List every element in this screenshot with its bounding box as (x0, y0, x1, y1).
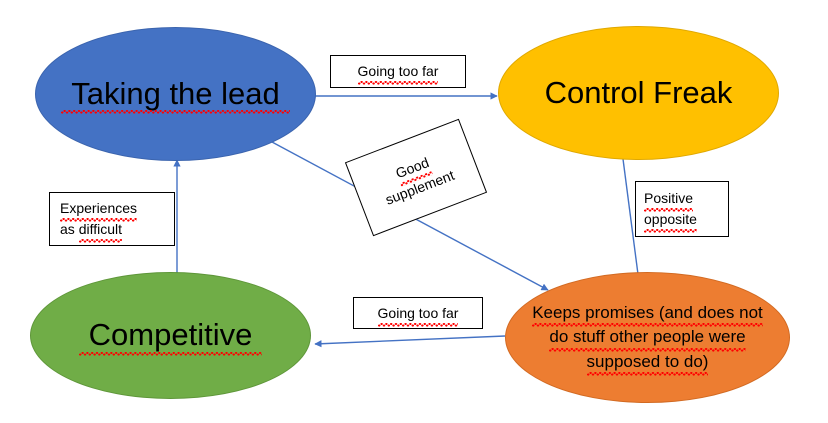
edge-label-experiences-line-2: difficult (78, 219, 123, 243)
node-control-freak-label: Control Freak (544, 74, 733, 110)
node-keeps-promises-line-2: do stuff other people were (549, 325, 746, 352)
edge-label-going-too-far-top-text: Going too far (357, 61, 438, 85)
edge-label-going-too-far-bottom[interactable]: Going too far (353, 297, 483, 329)
node-keeps-promises-line-1: Keeps promises (and does not (532, 301, 763, 327)
node-taking-the-lead-label: Taking the lead (61, 76, 290, 115)
edge-label-going-too-far-top[interactable]: Going too far (330, 55, 466, 88)
edge-label-experiences-line-2-prefix: as (60, 221, 79, 237)
edge-label-good-supplement-text: Good supplement (375, 146, 457, 210)
node-keeps-promises-line-3: supposed to do) (586, 350, 708, 377)
edge-label-positive-line-1: Positive (644, 188, 694, 212)
node-control-freak[interactable]: Control Freak (498, 26, 779, 160)
edge-label-positive-opposite[interactable]: Positive opposite (635, 181, 729, 237)
edge-label-positive-line-2: opposite (644, 209, 697, 233)
edge-label-experiences-as-difficult[interactable]: Experiences as difficult (49, 192, 175, 246)
edge-control-freak-to-keeps-promises (622, 158, 642, 283)
edge-label-experiences-as-difficult-text: Experiences as difficult (60, 198, 138, 243)
node-keeps-promises-label: Keeps promises (and does not do stuff ot… (522, 301, 773, 377)
edge-label-going-too-far-bottom-text: Going too far (377, 303, 458, 327)
node-competitive-label: Competitive (78, 317, 263, 356)
node-competitive[interactable]: Competitive (30, 272, 311, 399)
node-taking-the-lead[interactable]: Taking the lead (35, 27, 316, 161)
edge-keeps-promises-to-competitive (314, 335, 506, 348)
edge-label-positive-opposite-text: Positive opposite (644, 188, 697, 233)
edge-label-experiences-line-1: Experiences (60, 198, 138, 222)
node-keeps-promises[interactable]: Keeps promises (and does not do stuff ot… (505, 272, 790, 403)
